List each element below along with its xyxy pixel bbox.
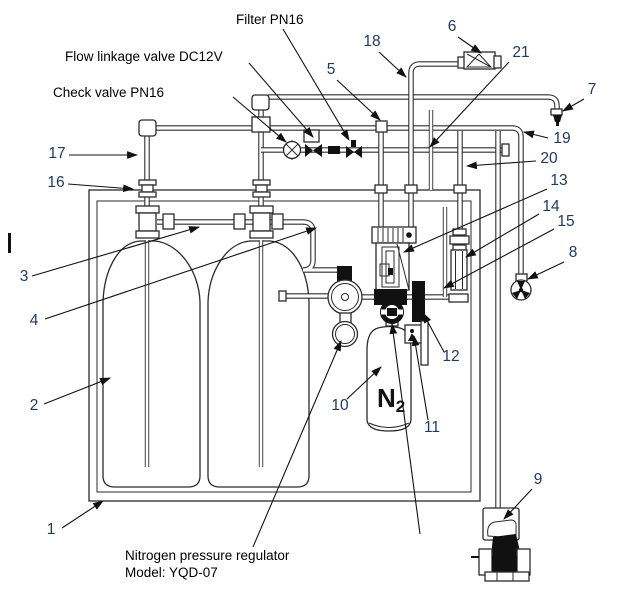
cabinet-frame <box>88 189 481 502</box>
label-filter: Filter PN16 <box>236 12 304 27</box>
agent-tank-left <box>102 240 201 488</box>
callout-3: 3 <box>20 268 29 285</box>
callout-12: 12 <box>442 348 459 365</box>
callout-8: 8 <box>569 244 578 261</box>
flow-linkage-valve-symbol <box>303 129 322 157</box>
cartridge-14-15 <box>448 228 470 303</box>
callout-6: 6 <box>448 18 457 35</box>
label-regulator-line1: Nitrogen pressure regulator <box>125 548 290 563</box>
label-flow-linkage-valve: Flow linkage valve DC12V <box>65 49 223 64</box>
callout-2: 2 <box>30 397 39 414</box>
solenoid-block-13 <box>371 226 417 305</box>
cursor-artifact <box>8 233 11 253</box>
callout-numbers: 1 2 3 4 5 6 7 8 9 10 11 12 13 14 15 16 1… <box>20 18 597 538</box>
callout-20: 20 <box>540 150 558 167</box>
relief-valve-symbol <box>457 51 502 70</box>
nozzle-7 <box>550 108 563 126</box>
sprinkler-8 <box>510 273 532 301</box>
cylinder-label: N2 <box>377 383 405 416</box>
discharge-valve-9 <box>471 507 531 582</box>
label-regulator-line2: Model: YQD-07 <box>125 565 218 580</box>
callout-17: 17 <box>48 145 65 162</box>
label-check-valve: Check valve PN16 <box>53 85 164 100</box>
callout-19: 19 <box>553 130 570 147</box>
regulator-valve-body <box>327 266 363 324</box>
filter-symbol <box>346 140 362 158</box>
callout-15: 15 <box>557 213 574 230</box>
pressure-gauge <box>331 320 359 348</box>
cylinder-regulator-knob <box>380 300 404 327</box>
agent-tank-right <box>207 240 310 488</box>
callout-leaders <box>31 28 585 548</box>
callout-16: 16 <box>47 174 64 191</box>
callout-1: 1 <box>47 521 56 538</box>
callout-11: 11 <box>424 419 440 436</box>
pipe-fittings <box>135 94 510 302</box>
callout-10: 10 <box>331 397 349 414</box>
callout-13: 13 <box>550 172 567 189</box>
callout-14: 14 <box>542 198 560 215</box>
callout-7: 7 <box>588 81 597 98</box>
small-valve-11 <box>404 320 429 366</box>
check-valve-symbol <box>282 140 302 160</box>
valve-block-12 <box>412 281 425 322</box>
callout-5: 5 <box>327 61 336 78</box>
callout-18: 18 <box>363 33 380 50</box>
pipe-union-black <box>328 146 340 154</box>
callout-9: 9 <box>534 471 543 488</box>
callout-21: 21 <box>512 44 529 61</box>
component-labels: Filter PN16 Flow linkage valve DC12V Che… <box>53 12 304 580</box>
callout-4: 4 <box>30 312 39 329</box>
